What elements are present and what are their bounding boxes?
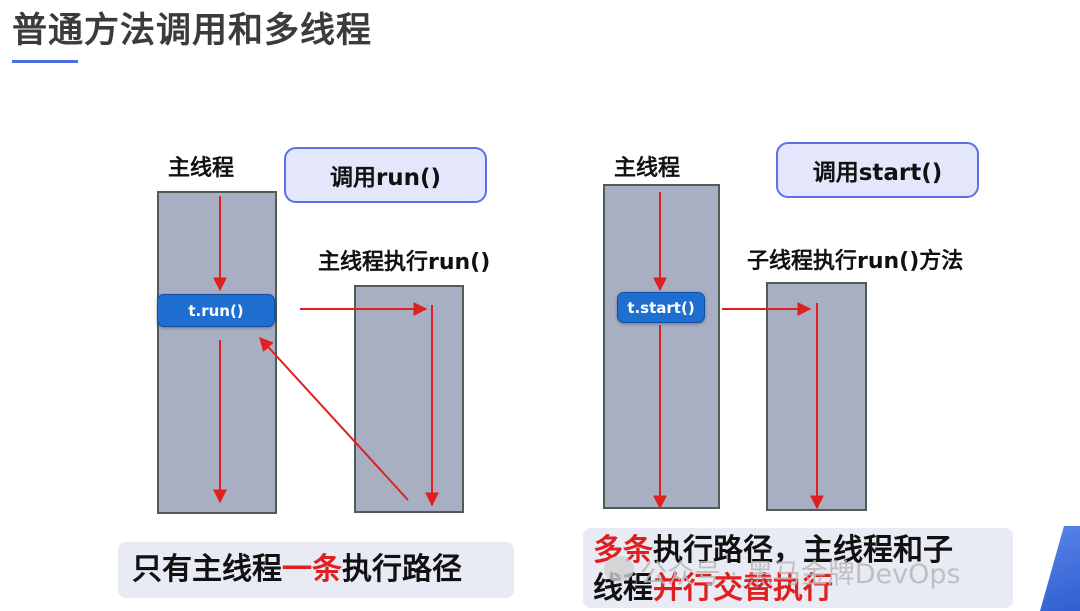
- left-caption-part1: 只有主线程: [132, 552, 282, 587]
- left-caption-part3: 执行路径: [342, 552, 462, 587]
- page-title: 普通方法调用和多线程: [12, 11, 373, 51]
- right-second-lane-label: 子线程执行run()方法: [747, 249, 964, 274]
- right-main-thread-label: 主线程: [614, 156, 681, 181]
- t-run-chip: t.run(): [157, 294, 275, 327]
- t-start-chip: t.start(): [617, 292, 705, 323]
- wechat-icon: [604, 556, 634, 582]
- right-caption-highlight-2: 并行交替执行: [653, 571, 833, 606]
- right-callout-start: 调用start(): [776, 142, 979, 198]
- right-caption-line1-rest: 执行路径，主线程和子: [653, 533, 953, 568]
- left-run-execution-lane: [354, 285, 464, 513]
- title-underline: [12, 60, 78, 63]
- left-main-thread-lane: [157, 191, 277, 514]
- left-return-arrow: [259, 336, 409, 501]
- right-caption-line2: 线程并行交替执行: [593, 570, 1003, 608]
- left-second-lane-label: 主线程执行run(): [318, 250, 491, 275]
- right-main-thread-lane: [603, 184, 720, 509]
- left-caption: 只有主线程一条执行路径: [118, 542, 514, 598]
- left-caption-highlight: 一条: [282, 552, 342, 587]
- right-caption: 多条执行路径，主线程和子 线程并行交替执行: [583, 528, 1013, 608]
- watermark: 公众号 · 黑马金牌DevOps: [640, 559, 961, 590]
- left-main-thread-label: 主线程: [168, 156, 235, 181]
- left-callout-run: 调用run(): [284, 147, 487, 203]
